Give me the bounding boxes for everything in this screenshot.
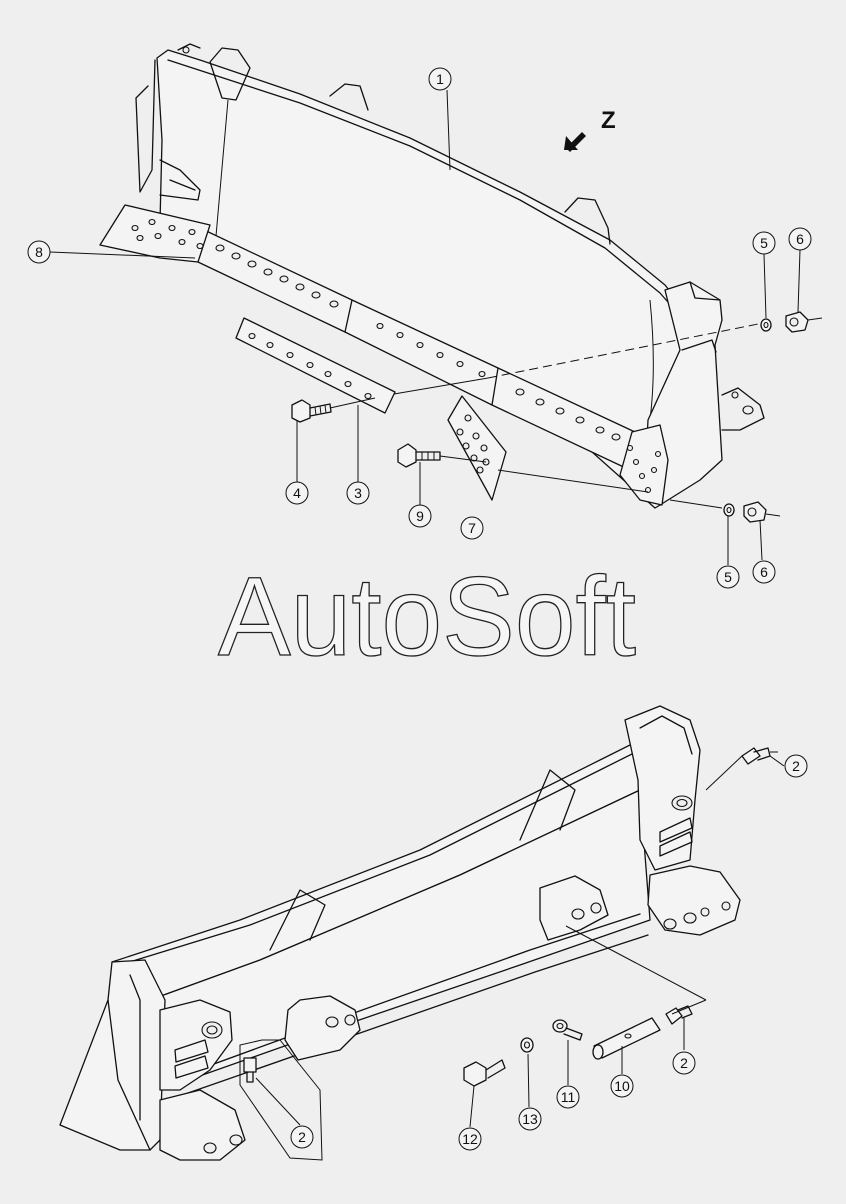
bolt-top-left — [291, 399, 332, 423]
blade-stub — [59, 999, 151, 1151]
grease-fitting-left — [243, 1057, 257, 1083]
svg-text:1: 1 — [436, 71, 444, 87]
svg-text:2: 2 — [680, 1055, 688, 1071]
view-z-arrow: Z — [564, 107, 616, 152]
svg-text:3: 3 — [354, 485, 362, 501]
grease-fitting-upper — [741, 747, 778, 765]
bolt-bottom — [463, 1059, 506, 1087]
callout-6-lower: 6 — [752, 560, 776, 584]
callout-8: 8 — [27, 240, 51, 264]
svg-text:2: 2 — [298, 1129, 306, 1145]
callout-13: 13 — [518, 1107, 542, 1131]
grease-fitting-lower — [665, 1005, 693, 1025]
frame-left-clevis — [159, 1089, 246, 1161]
washer-nut-lower — [723, 501, 767, 523]
frame-right-knuckle — [624, 705, 701, 871]
callout-2-right: 2 — [672, 1051, 696, 1075]
svg-text:8: 8 — [35, 244, 43, 260]
right-end-bit — [619, 424, 669, 506]
push-frame-assembly — [59, 705, 741, 1161]
callout-7: 7 — [460, 516, 484, 540]
washer-bottom — [520, 1037, 534, 1053]
svg-text:7: 7 — [468, 520, 476, 536]
bolt-top-right — [397, 443, 441, 468]
callout-12: 12 — [458, 1127, 482, 1151]
blade-assembly — [99, 43, 765, 509]
frame-mid-bracket — [539, 875, 609, 941]
frame-gusset — [269, 889, 326, 951]
callout-2-left: 2 — [290, 1125, 314, 1149]
end-bit-plate — [447, 395, 507, 501]
svg-text:11: 11 — [561, 1089, 576, 1105]
frame-lower-beam — [149, 789, 651, 1091]
callout-6-upper: 6 — [788, 227, 812, 251]
view-z-label: Z — [601, 107, 616, 134]
callout-2-upper: 2 — [784, 754, 808, 778]
callout-11: 11 — [556, 1085, 580, 1109]
svg-text:4: 4 — [293, 485, 301, 501]
blade-rib — [329, 83, 369, 111]
blade-left-endplate — [135, 59, 156, 193]
svg-text:5: 5 — [760, 235, 768, 251]
svg-text:6: 6 — [796, 231, 804, 247]
washer-nut-upper — [760, 311, 809, 333]
callout-9: 9 — [408, 504, 432, 528]
callout-5-lower: 5 — [716, 565, 740, 589]
leader-lines — [49, 89, 801, 1128]
blade-rib — [209, 47, 251, 101]
callout-3: 3 — [346, 481, 370, 505]
frame-gusset — [519, 769, 576, 841]
autosoft-watermark: AutoSoft — [218, 554, 636, 679]
svg-text:6: 6 — [760, 564, 768, 580]
svg-text:13: 13 — [522, 1111, 538, 1127]
callout-4: 4 — [285, 481, 309, 505]
frame-right-clevis — [647, 865, 741, 936]
callout-10: 10 — [610, 1074, 634, 1098]
svg-text:2: 2 — [792, 758, 800, 774]
callout-5-upper: 5 — [752, 231, 776, 255]
svg-text:10: 10 — [614, 1078, 630, 1094]
loose-edge-plate — [235, 317, 396, 414]
frame-left-bracket — [284, 995, 361, 1061]
svg-text:5: 5 — [724, 569, 732, 585]
svg-text:12: 12 — [462, 1131, 478, 1147]
svg-text:9: 9 — [416, 508, 424, 524]
pin — [592, 1017, 661, 1060]
blade-rib — [564, 197, 611, 245]
lock-pin — [552, 1019, 583, 1041]
callout-1: 1 — [428, 67, 452, 91]
cutting-edge-holes — [215, 244, 621, 441]
